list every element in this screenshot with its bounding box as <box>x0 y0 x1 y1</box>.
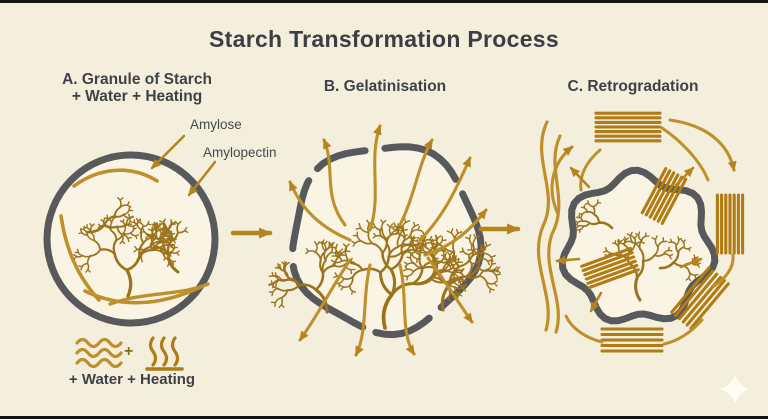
water-waves-icon <box>75 337 123 369</box>
stage-b-heading: B. Gelatinisation <box>295 78 475 95</box>
stage-c-heading: C. Retrogradation <box>543 78 723 95</box>
page-title: Starch Transformation Process <box>209 26 559 52</box>
amylose-label: Amylose <box>190 117 242 132</box>
stage-c-heading-line1: C. Retrogradation <box>567 78 699 95</box>
crystallite-bundle <box>640 167 688 225</box>
stage-transition-arrows <box>230 223 521 239</box>
letterbox-top <box>0 0 768 3</box>
stage-b-heading-line1: B. Gelatinisation <box>323 78 447 95</box>
sparkle-icon <box>720 374 750 404</box>
heating-icon <box>145 336 184 371</box>
stage-a-heading-line2: + Water + Heating <box>71 88 203 105</box>
water-heating-caption: + Water + Heating <box>68 371 196 388</box>
crystallite-bundle <box>715 193 745 255</box>
crystallite-bundle <box>580 246 640 290</box>
crystallite-bundle <box>600 327 664 353</box>
plus-sign: + <box>124 343 134 360</box>
stage-a-granule <box>43 134 219 327</box>
stage-c-granule <box>536 111 745 353</box>
amylopectin-label: Amylopectin <box>203 145 277 160</box>
crystallite-bundle <box>594 111 662 143</box>
stage-a-heading-line1: A. Granule of Starch <box>62 71 212 88</box>
stage-a-heading: A. Granule of Starch + Water + Heating <box>37 71 237 105</box>
stage-b-granule <box>268 124 501 357</box>
letterbox-bottom <box>0 416 768 419</box>
